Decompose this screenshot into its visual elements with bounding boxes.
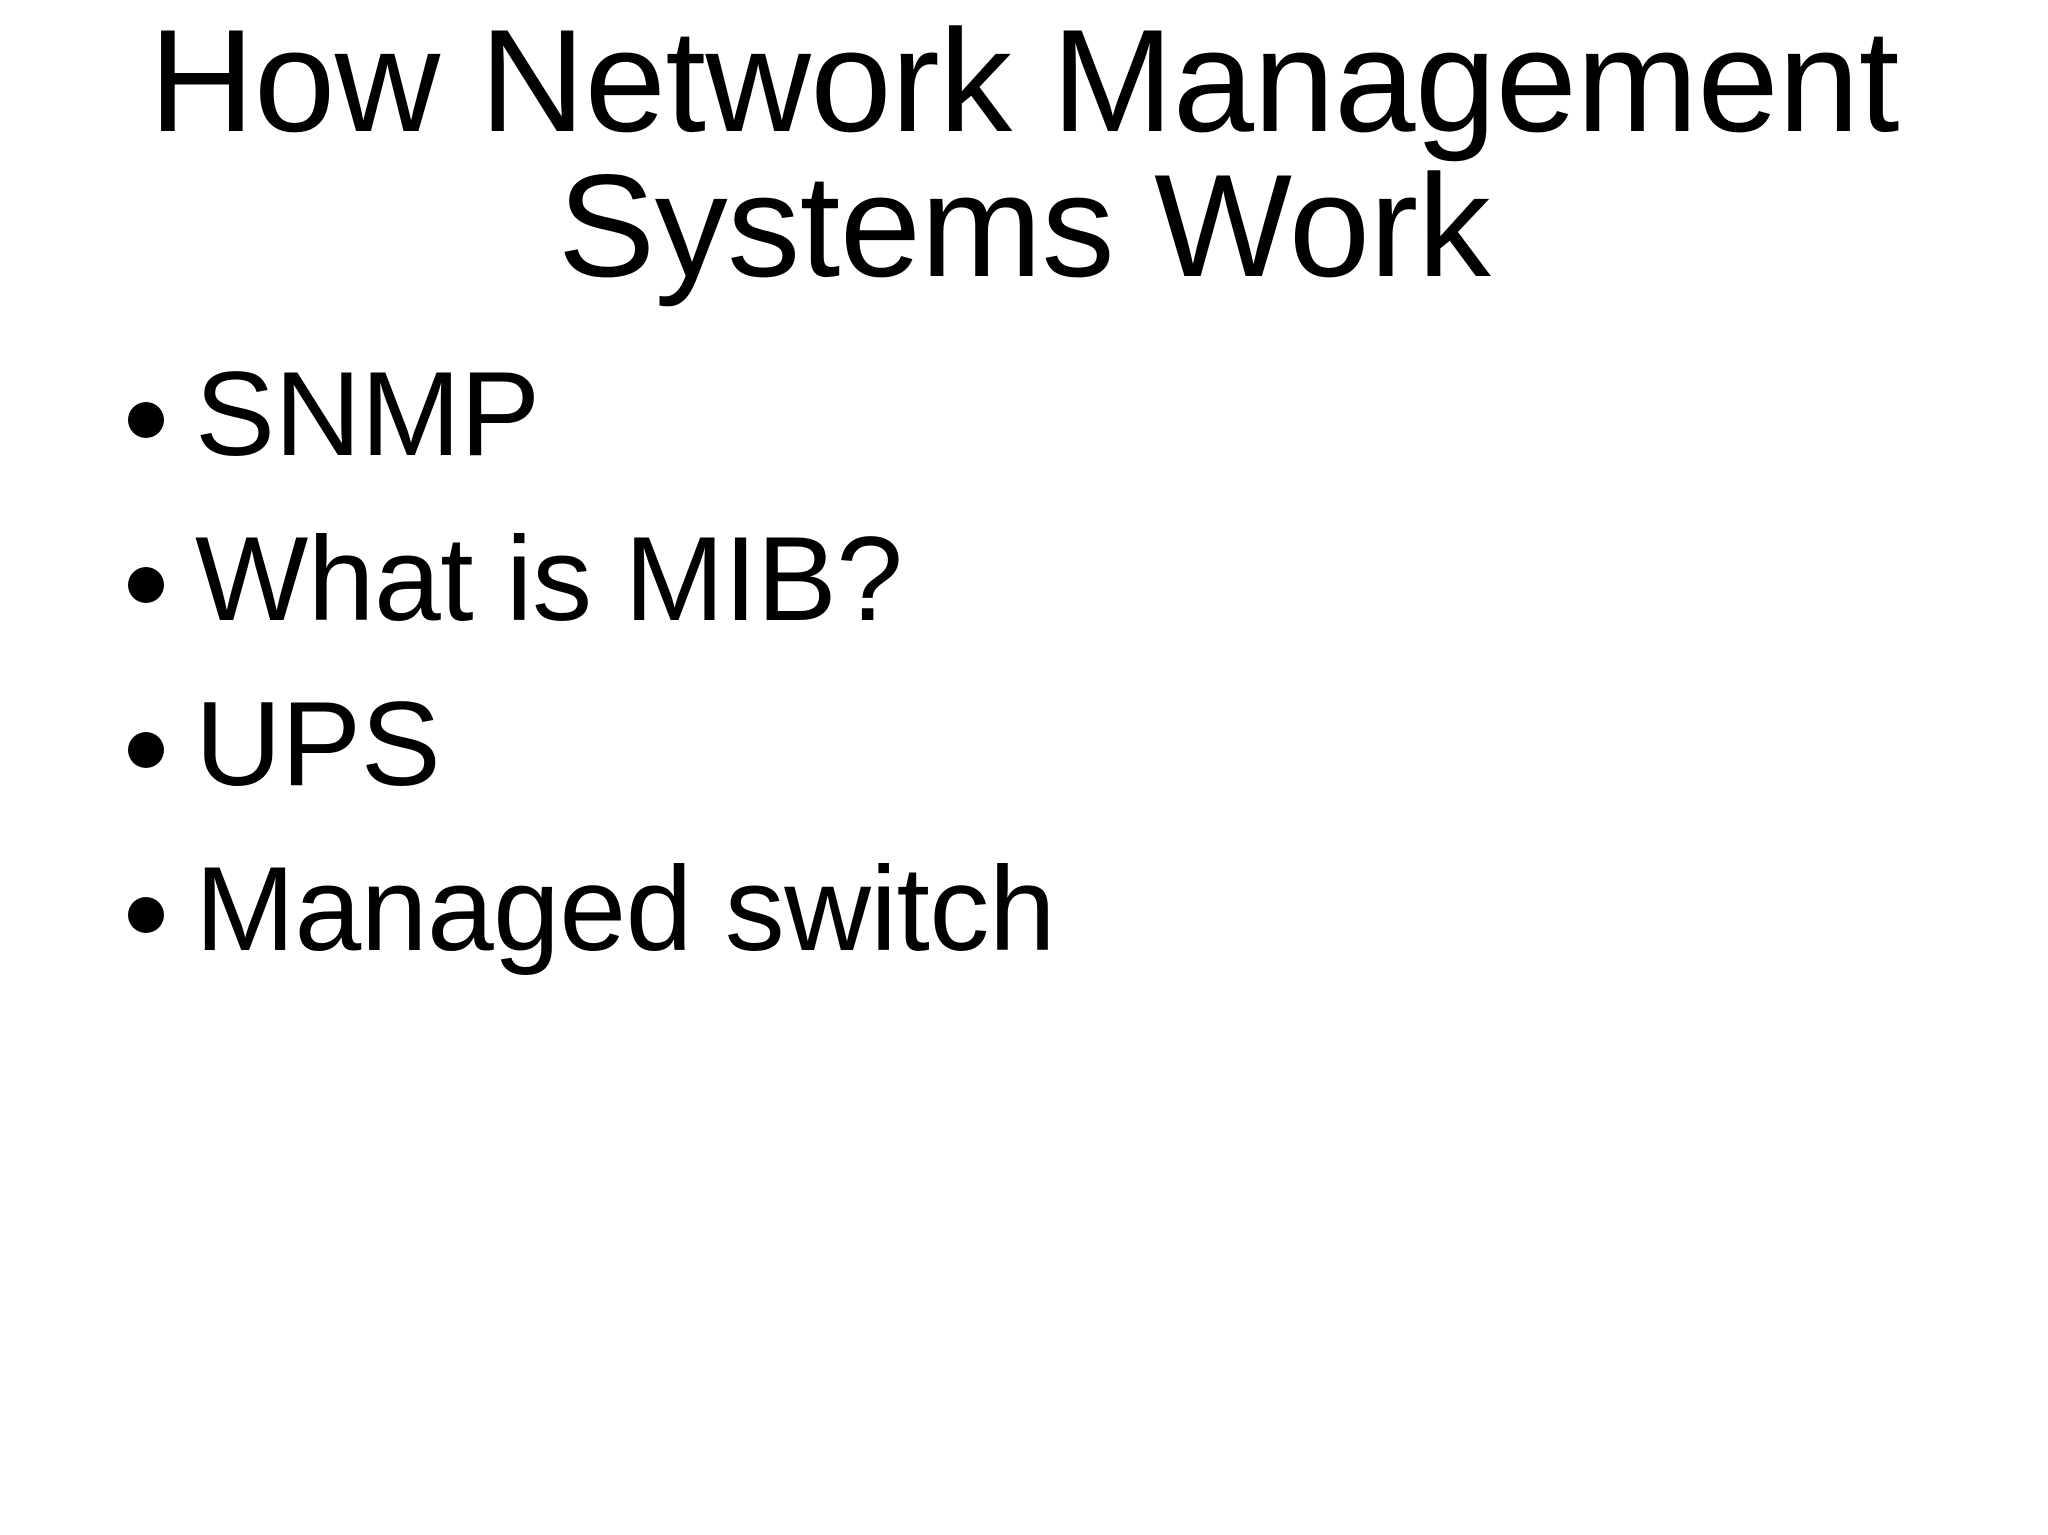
list-item-label: SNMP: [195, 347, 540, 481]
bullet-dot-icon: [128, 732, 164, 768]
list-item-label: UPS: [195, 677, 441, 811]
bullet-dot-icon: [128, 402, 164, 438]
list-item-label: What is MIB?: [195, 512, 903, 646]
list-item[interactable]: SNMP: [0, 352, 2048, 517]
page-title: How Network Management Systems Work: [149, 0, 1899, 307]
list-item[interactable]: Managed switch: [0, 847, 2048, 1012]
bullet-dot-icon: [128, 897, 164, 933]
list-item[interactable]: What is MIB?: [0, 517, 2048, 682]
bullet-list: SNMP What is MIB? UPS Managed switch: [0, 352, 2048, 1012]
list-item[interactable]: UPS: [0, 682, 2048, 847]
list-item-label: Managed switch: [195, 842, 1056, 976]
bullet-dot-icon: [128, 567, 164, 603]
